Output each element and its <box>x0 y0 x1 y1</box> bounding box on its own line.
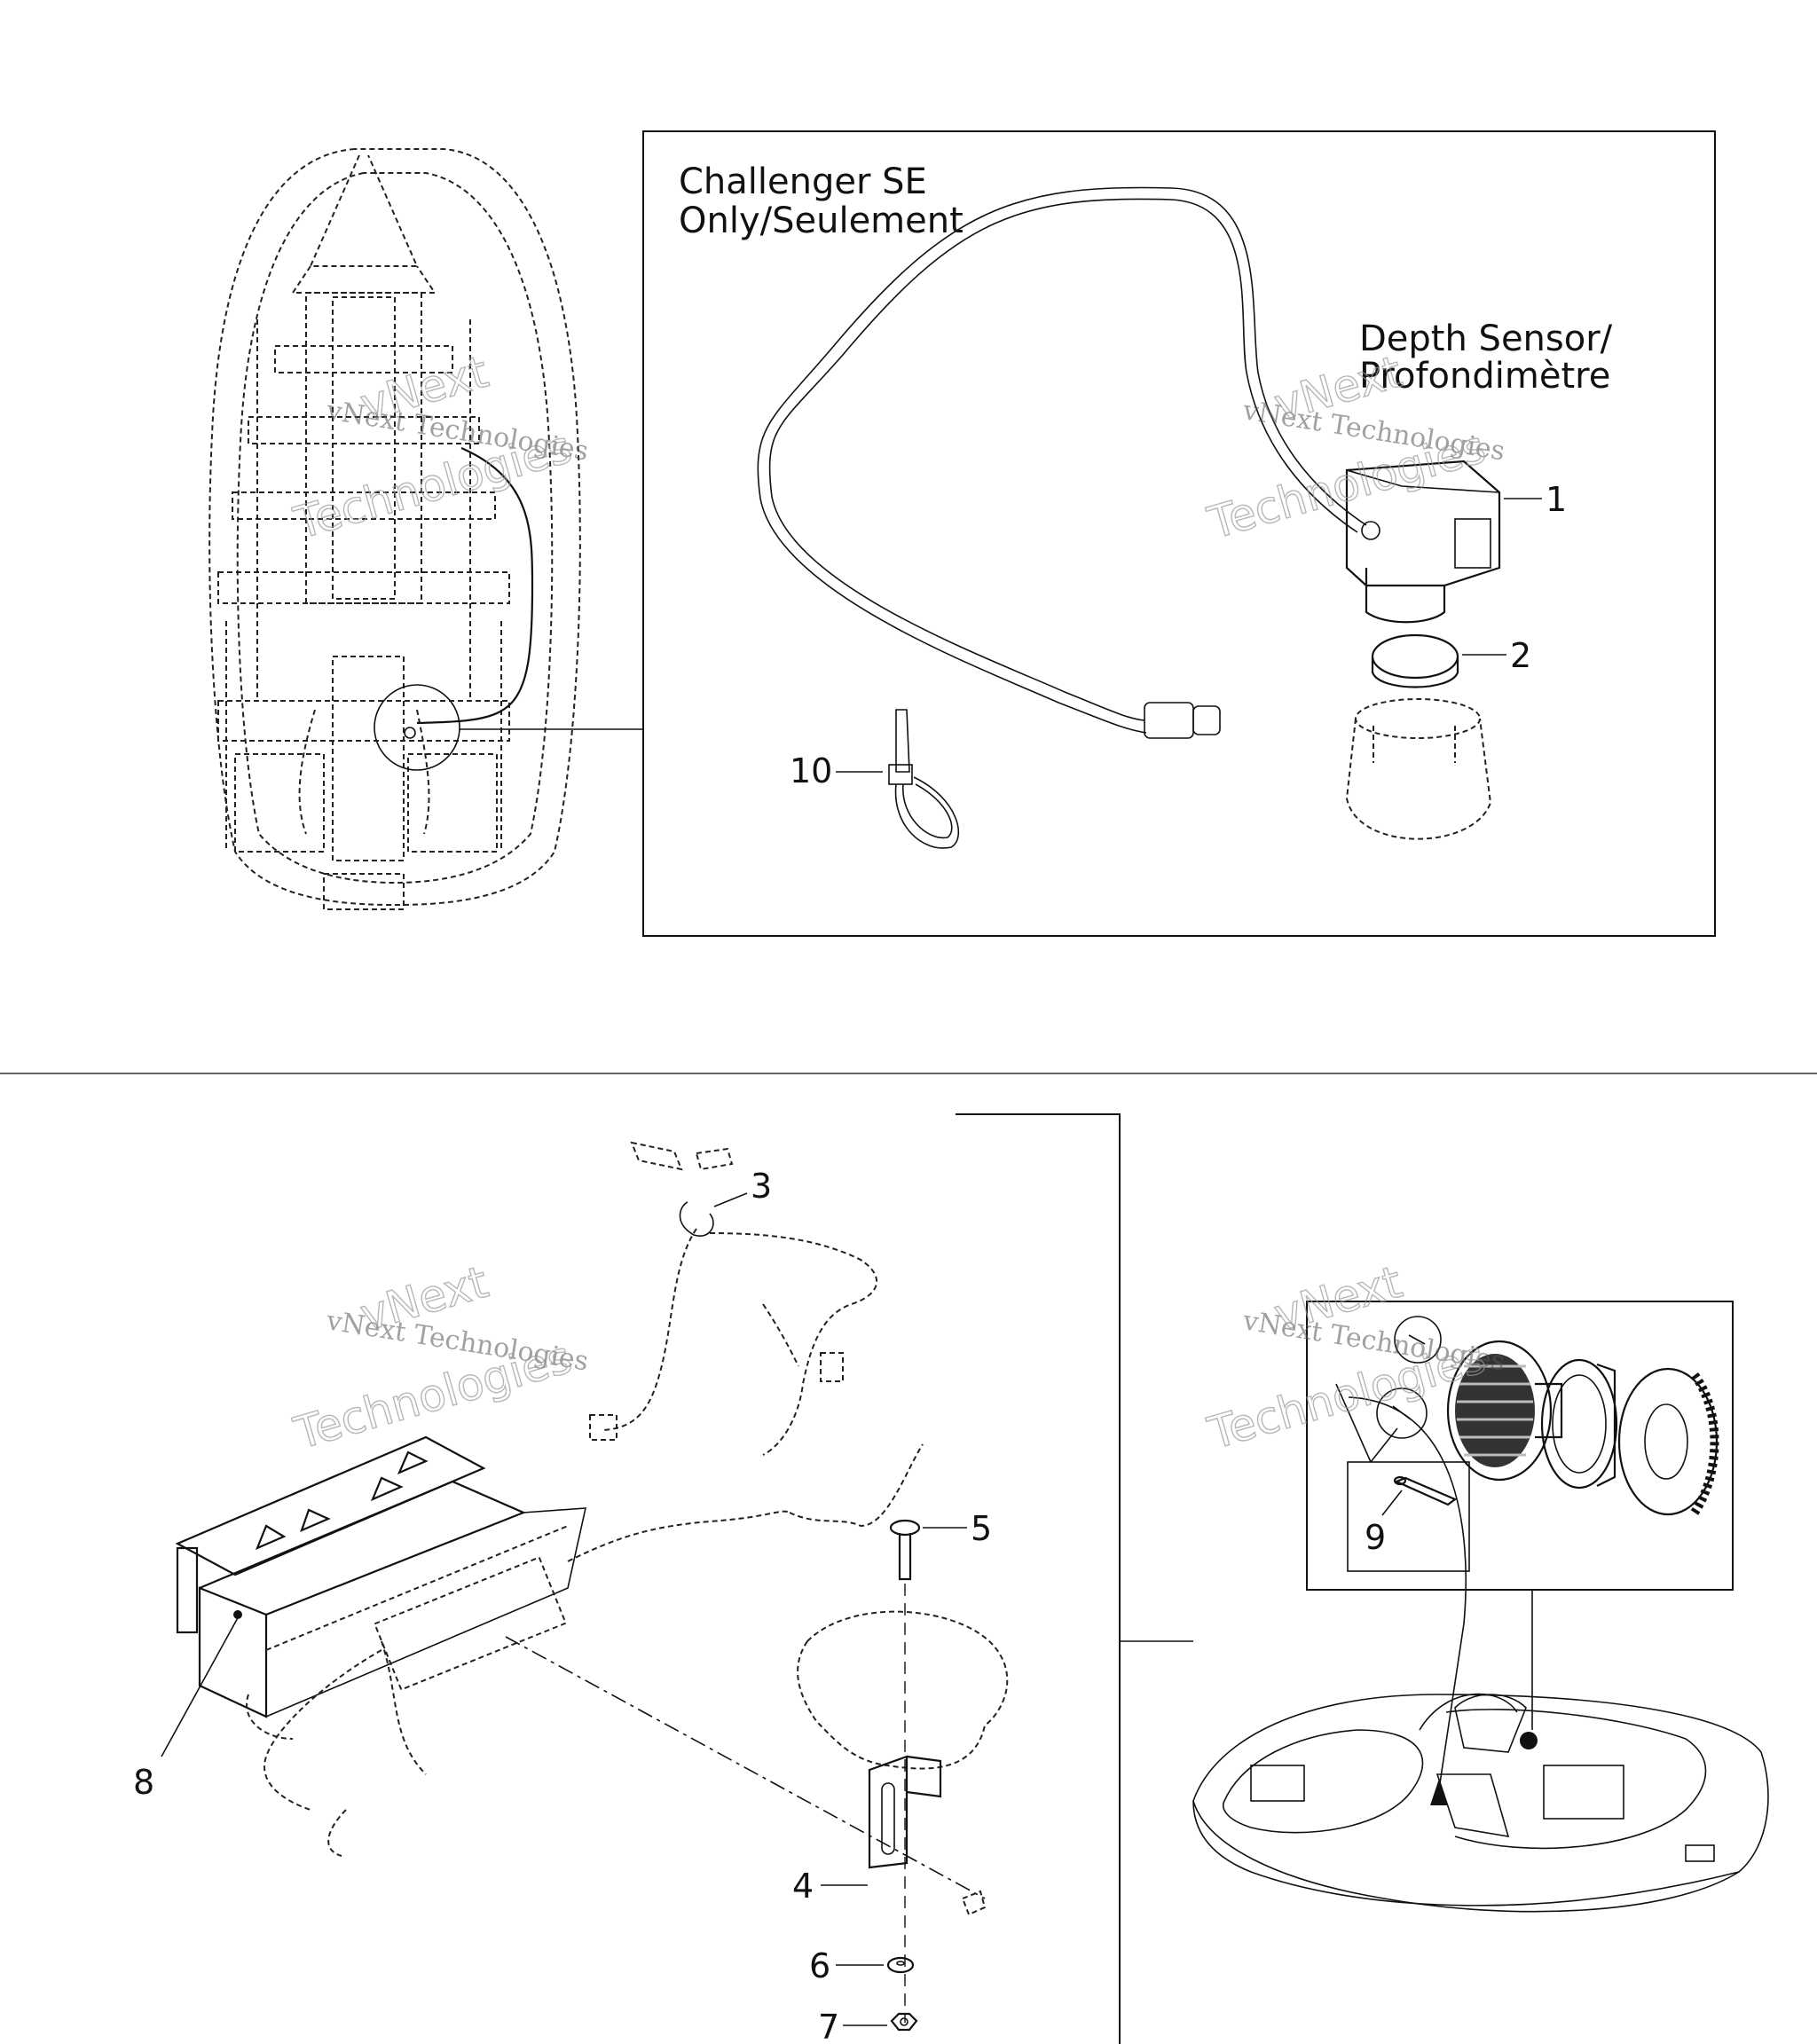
inset-title-line2: Only/Seulement <box>679 200 964 241</box>
wiring-harness-part <box>589 1141 878 1456</box>
bottom-frame <box>956 1113 1121 2044</box>
sensor-mount <box>1345 698 1492 840</box>
mounting-plate <box>797 1610 1009 1770</box>
washer-part <box>836 1956 915 1974</box>
callout-5: 5 <box>971 1509 992 1548</box>
nut-part <box>843 2012 918 2032</box>
depth-sensor-label-line1: Depth Sensor/ <box>1359 318 1613 359</box>
callout-2: 2 <box>1510 636 1531 675</box>
depth-sensor-part <box>1345 460 1542 624</box>
screw-part-9 <box>1347 1461 1470 1572</box>
depth-sensor-cable <box>757 186 1367 739</box>
inset-title-line1: Challenger SE <box>679 161 927 202</box>
boat-perspective-view <box>1120 1396 1769 1913</box>
cable-tie-part <box>836 709 960 849</box>
display-module-part <box>161 1435 924 1857</box>
alignment-line <box>505 1636 986 1899</box>
speaker-assembly <box>1335 1316 1719 1516</box>
watermark-1: vNext Technologies vNext Technologies <box>287 345 590 550</box>
callout-10: 10 <box>790 751 832 790</box>
inset-box <box>642 130 1716 937</box>
callout-6: 6 <box>809 1946 830 1985</box>
callout-3: 3 <box>751 1167 772 1206</box>
callout-9: 9 <box>1365 1518 1386 1557</box>
speaker-inset-box <box>1306 1301 1734 1591</box>
sensor-disc-part <box>1371 633 1506 688</box>
screw-part-5 <box>889 1519 967 1581</box>
callout-4: 4 <box>792 1867 814 1906</box>
boat-top-view <box>208 148 643 910</box>
depth-sensor-label-line2: Profondimètre <box>1359 356 1610 397</box>
nut-small <box>961 1890 987 1916</box>
watermark-3: vNext Technologies vNext Technologies <box>287 1255 590 1460</box>
callout-8: 8 <box>133 1763 154 1802</box>
callout-1: 1 <box>1546 480 1567 519</box>
bracket-part <box>821 1755 942 1886</box>
callout-7: 7 <box>818 2008 839 2044</box>
